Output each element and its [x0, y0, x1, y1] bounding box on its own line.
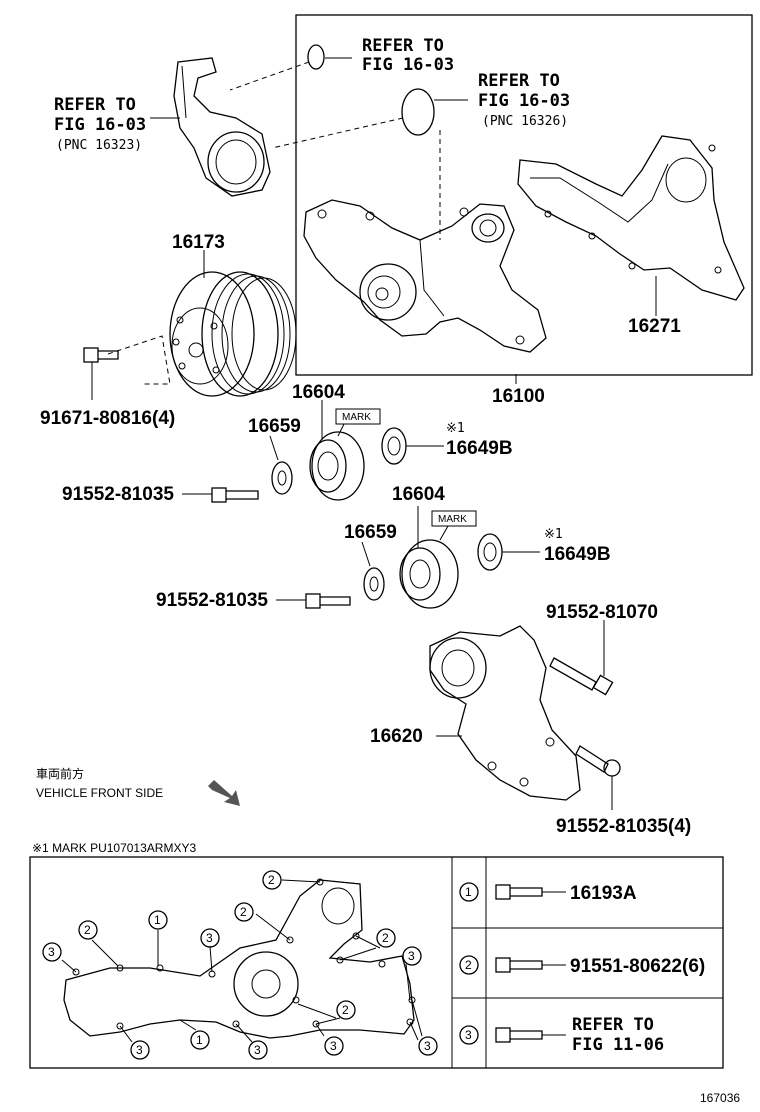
callout-circles: [42, 870, 438, 1060]
part-16659-label-upper: 16659: [248, 416, 301, 437]
legend-text-1: 16193A: [570, 883, 637, 904]
legend-circles: [459, 882, 479, 1045]
tensioner-bolt-upper: [549, 657, 614, 696]
mark-footnote: ※1 MARK PU107013ARMXY3: [32, 841, 196, 855]
legend-num-3: 3: [465, 1028, 472, 1042]
part-91552-81070-label: 91552-81070: [546, 602, 658, 623]
part-16620-label: 16620: [370, 726, 423, 747]
callout-2: 2: [240, 905, 247, 919]
water-pump-assembly-box: [295, 14, 753, 376]
part-16173-label: 16173: [172, 232, 225, 253]
callout-2: 2: [342, 1003, 349, 1017]
o-ring-lower: [401, 88, 435, 136]
figure-id: 167036: [700, 1091, 740, 1105]
part-16271-label: 16271: [628, 316, 681, 337]
callout-leaders: [61, 879, 423, 1043]
bolt-location-box: [29, 856, 724, 1069]
mark-label-lower: MARK: [438, 514, 467, 525]
vehicle-front-english: VEHICLE FRONT SIDE: [36, 786, 163, 800]
water-pump-gasket: [517, 135, 745, 301]
pnc-label-inlet: (PNC 16323): [56, 138, 142, 153]
callout-2: 2: [382, 931, 389, 945]
pnc-label-lower: (PNC 16326): [482, 114, 568, 129]
part-16604-label-upper: 16604: [292, 382, 345, 403]
water-pump-pulley: [169, 271, 297, 397]
idler-washer-lower: [363, 567, 385, 601]
idler-pulley-lower: [399, 539, 459, 609]
vehicle-front-japanese: 車両前方: [36, 766, 84, 781]
legend-num-2: 2: [465, 958, 472, 972]
idler-bolt-lower: [305, 593, 351, 609]
note-marker-lower: ※1: [544, 527, 563, 542]
refer-label-lower-2: FIG 16-03: [478, 91, 570, 111]
legend-text-3-line1: REFER TO: [572, 1015, 654, 1035]
idler-bolt-upper: [211, 487, 259, 503]
part-91552-label-upper: 91552-81035: [62, 484, 174, 505]
tensioner-bolt-lower: [575, 745, 621, 777]
refer-label-inlet-1: REFER TO: [54, 95, 136, 115]
vehicle-front-arrow: [208, 780, 240, 806]
legend-text-2: 91551-80622(6): [570, 956, 705, 977]
callout-1: 1: [196, 1033, 203, 1047]
legend-num-1: 1: [465, 885, 472, 899]
water-pump: [303, 199, 547, 353]
callout-3: 3: [206, 931, 213, 945]
part-16649b-label-lower: 16649B: [544, 544, 611, 565]
o-ring-upper: [307, 44, 325, 70]
idler-pulley-upper: [309, 431, 365, 501]
idler-washer-upper: [271, 461, 293, 495]
part-16100-label: 16100: [492, 386, 545, 407]
callout-2: 2: [84, 923, 91, 937]
note-marker-upper: ※1: [446, 421, 465, 436]
refer-label-lower-1: REFER TO: [478, 71, 560, 91]
part-16604-label-lower: 16604: [392, 484, 445, 505]
belt-tensioner: [429, 625, 581, 801]
pulley-bolt: [83, 347, 119, 363]
mark-label-upper: MARK: [342, 412, 371, 423]
legend-text-3-line2: FIG 11-06: [572, 1035, 664, 1055]
mark-box-lower: [431, 510, 477, 527]
refer-label-upper-2: FIG 16-03: [362, 55, 454, 75]
part-91552-label-lower: 91552-81035: [156, 590, 268, 611]
refer-label-upper-1: REFER TO: [362, 36, 444, 56]
refer-label-inlet-2: FIG 16-03: [54, 115, 146, 135]
idler-cover-lower: [477, 533, 503, 571]
water-inlet-housing: [173, 57, 271, 197]
legend-bolt-icons: [495, 884, 543, 1043]
callout-3: 3: [254, 1043, 261, 1057]
callout-3: 3: [136, 1043, 143, 1057]
part-91671-label: 91671-80816(4): [40, 408, 175, 429]
callout-3: 3: [48, 945, 55, 959]
callout-2: 2: [268, 873, 275, 887]
part-16649b-label-upper: 16649B: [446, 438, 513, 459]
idler-cover-upper: [381, 427, 407, 465]
callout-1: 1: [154, 913, 161, 927]
callout-3: 3: [424, 1039, 431, 1053]
callout-3: 3: [330, 1039, 337, 1053]
gasket-bolt-layout: [63, 878, 416, 1039]
part-16659-label-lower: 16659: [344, 522, 397, 543]
part-91552-4-label: 91552-81035(4): [556, 816, 691, 837]
callout-3: 3: [408, 949, 415, 963]
mark-box-upper: [335, 408, 381, 425]
